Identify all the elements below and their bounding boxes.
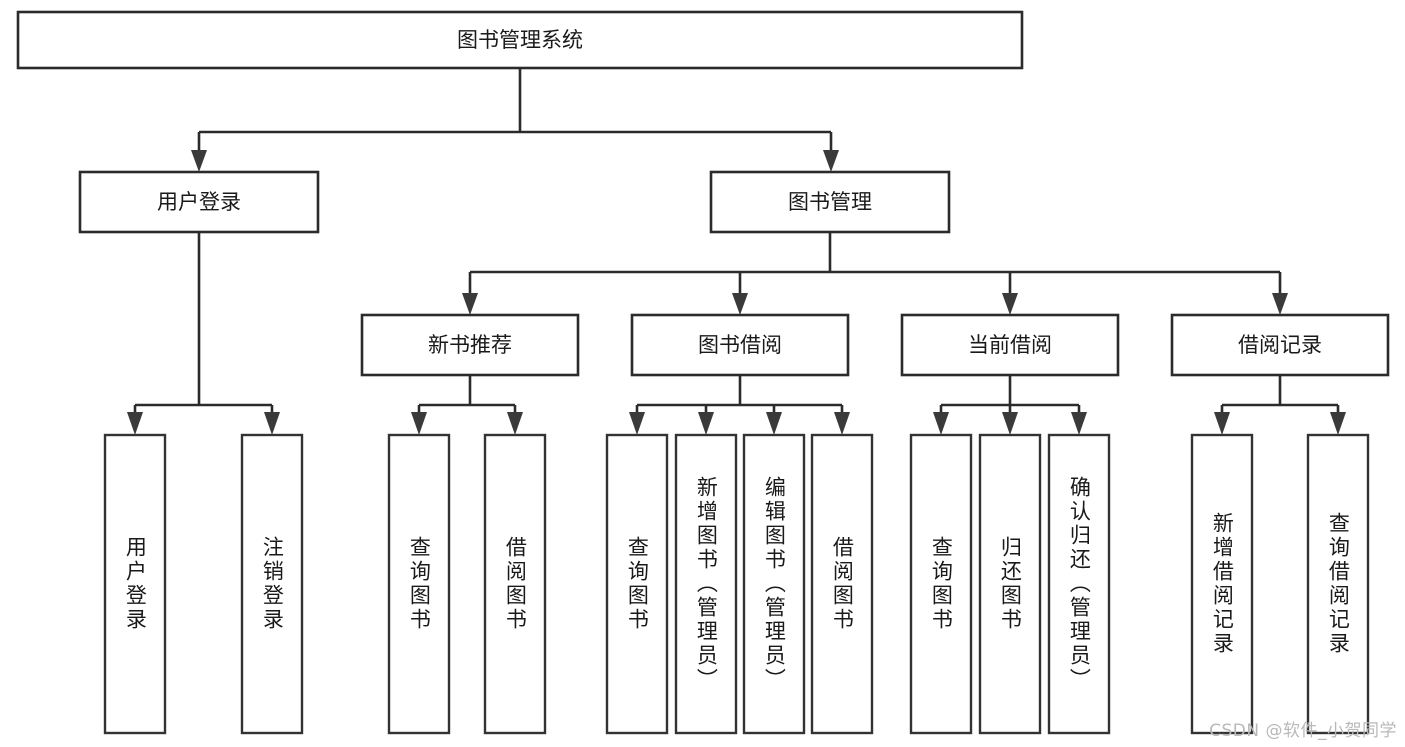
arrow-head-nb-query bbox=[411, 412, 427, 435]
leaf-box-cb-return-book[interactable] bbox=[978, 433, 1042, 735]
connector-root-to-level2 bbox=[191, 68, 839, 172]
leaf-box-logout[interactable] bbox=[240, 433, 304, 735]
arrow-head-current-borrow bbox=[1002, 293, 1018, 315]
node-book-management[interactable]: 图书管理 bbox=[709, 170, 951, 234]
node-user-login[interactable]: 用户登录 bbox=[78, 170, 320, 234]
leaf-box-cb-confirm-return[interactable] bbox=[1047, 433, 1111, 735]
node-new-book-recommend[interactable]: 新书推荐 bbox=[360, 313, 580, 377]
node-root-label: 图书管理系统 bbox=[457, 28, 583, 52]
node-book-borrow-box[interactable] bbox=[630, 313, 850, 377]
connector-new-book-to-leaves bbox=[411, 375, 523, 435]
node-borrow-records-box[interactable] bbox=[1170, 313, 1390, 377]
leaf-box-nb-borrow-book[interactable] bbox=[483, 433, 547, 735]
arrow-head-cb-confirm bbox=[1071, 412, 1087, 435]
leaf-box-br-add-record[interactable] bbox=[1190, 433, 1254, 735]
node-root-box[interactable] bbox=[16, 10, 1024, 70]
connector-current-borrow-to-leaves bbox=[933, 375, 1087, 435]
node-new-book-recommend-label: 新书推荐 bbox=[428, 333, 512, 357]
arrow-head-new-book bbox=[462, 293, 478, 315]
arrow-head-user-login bbox=[191, 150, 207, 172]
leaf-box-bb-add-book[interactable] bbox=[674, 433, 738, 735]
node-root[interactable]: 图书管理系统 bbox=[16, 10, 1024, 70]
node-book-management-box[interactable] bbox=[709, 170, 951, 234]
leaf-box-br-query-record[interactable] bbox=[1306, 433, 1370, 735]
leaf-box-cb-query-book[interactable] bbox=[909, 433, 973, 735]
leaf-boxes-new-book bbox=[387, 433, 547, 735]
arrow-head-book-borrow bbox=[732, 293, 748, 315]
arrow-head-cb-return bbox=[1002, 412, 1018, 435]
leaf-box-user-login[interactable] bbox=[103, 433, 167, 735]
leaf-box-bb-borrow-book[interactable] bbox=[810, 433, 874, 735]
arrow-head-cb-query bbox=[933, 412, 949, 435]
node-current-borrow[interactable]: 当前借阅 bbox=[900, 313, 1120, 377]
leaf-box-bb-query-book[interactable] bbox=[605, 433, 669, 735]
leaf-boxes-borrow-records bbox=[1190, 433, 1370, 735]
arrow-head-borrow-records bbox=[1272, 293, 1288, 315]
arrow-head-bb-add bbox=[698, 412, 714, 435]
leaf-boxes-user-login bbox=[103, 433, 304, 735]
node-borrow-records-label: 借阅记录 bbox=[1238, 333, 1322, 357]
connector-borrow-records-to-leaves bbox=[1214, 375, 1346, 435]
arrow-head-book-mgmt bbox=[823, 150, 839, 172]
arrow-head-nb-borrow bbox=[507, 412, 523, 435]
arrow-head-leaf-user-login bbox=[127, 412, 143, 435]
connector-book-borrow-to-leaves bbox=[629, 375, 850, 435]
arrow-head-br-query bbox=[1330, 412, 1346, 435]
node-user-login-label: 用户登录 bbox=[157, 190, 241, 214]
node-book-borrow-label: 图书借阅 bbox=[698, 333, 782, 357]
node-borrow-records[interactable]: 借阅记录 bbox=[1170, 313, 1390, 377]
arrow-head-bb-borrow bbox=[834, 412, 850, 435]
node-current-borrow-label: 当前借阅 bbox=[968, 333, 1052, 357]
node-current-borrow-box[interactable] bbox=[900, 313, 1120, 377]
connector-book-mgmt-to-level3 bbox=[462, 232, 1288, 315]
leaf-boxes-current-borrow bbox=[909, 433, 1111, 735]
arrow-head-bb-edit bbox=[766, 412, 782, 435]
node-book-borrow[interactable]: 图书借阅 bbox=[630, 313, 850, 377]
csdn-watermark: CSDN @软件_小贺同学 bbox=[1209, 721, 1397, 741]
leaf-box-bb-edit-book[interactable] bbox=[742, 433, 806, 735]
leaf-box-nb-query-book[interactable] bbox=[387, 433, 451, 735]
arrow-head-leaf-logout bbox=[264, 412, 280, 435]
leaf-boxes-book-borrow bbox=[605, 433, 874, 735]
connector-user-login-to-leaves bbox=[127, 232, 280, 435]
node-book-management-label: 图书管理 bbox=[788, 190, 872, 214]
arrow-head-bb-query bbox=[629, 412, 645, 435]
arrow-head-br-add bbox=[1214, 412, 1230, 435]
node-new-book-recommend-box[interactable] bbox=[360, 313, 580, 377]
